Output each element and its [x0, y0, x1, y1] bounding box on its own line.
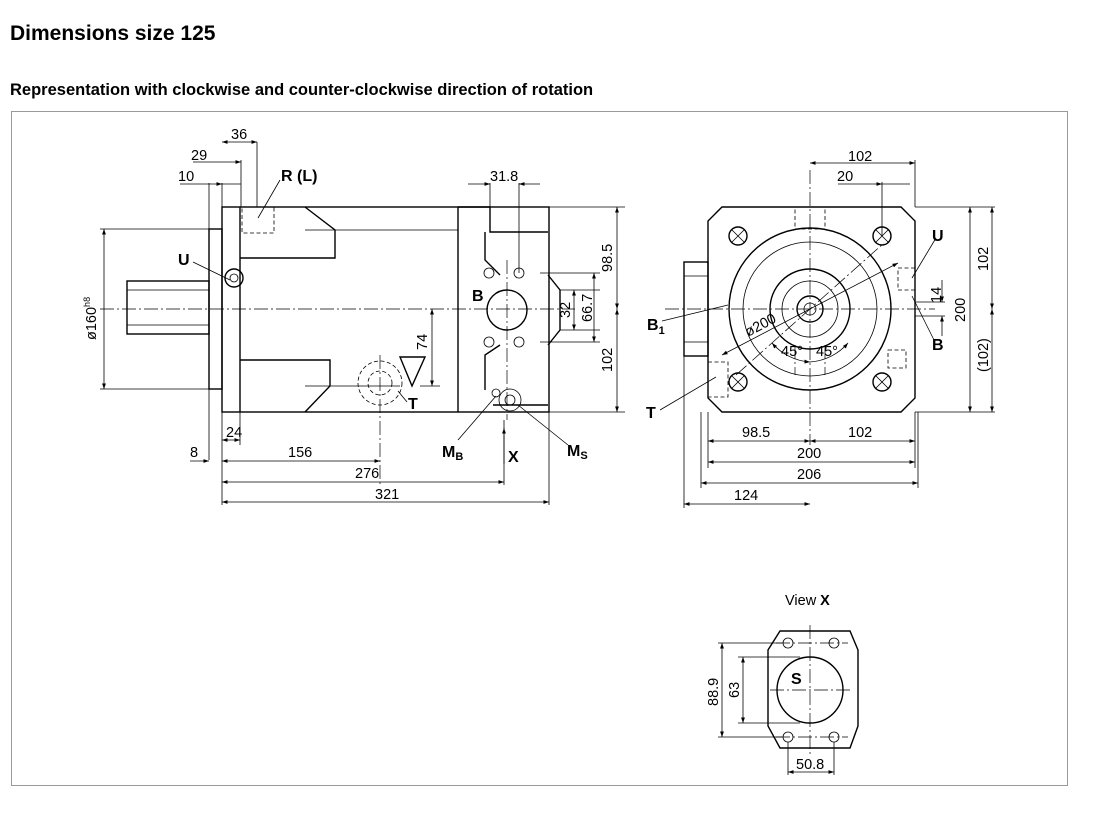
side-view: 36 29 10 31.8 98.5 66.7 32 102 74 24 8 1… [82, 127, 625, 505]
dim-102-top: 102 [848, 149, 872, 165]
ms-sub: S [580, 450, 587, 462]
port-label-ms: MS [567, 443, 588, 462]
angle-45-right: 45° [816, 344, 838, 360]
shaft-diameter-label: ø160h8 [82, 297, 100, 340]
dim-29: 29 [191, 148, 207, 164]
port-label-b: B [472, 288, 484, 305]
dim-156: 156 [288, 445, 312, 461]
view-x-prefix: View [785, 593, 817, 609]
side-dimension-lines [102, 140, 619, 504]
drawing-frame [11, 111, 1068, 786]
dim-276: 276 [355, 466, 379, 482]
dim-102-right: 102 [976, 247, 992, 271]
dim-20: 20 [837, 169, 853, 185]
shaft-dia-main: ø160 [84, 307, 100, 340]
port-label-r-l: R (L) [281, 168, 317, 185]
mb-main: M [442, 444, 455, 461]
dim-8: 8 [190, 445, 198, 461]
b1-sub: 1 [659, 325, 665, 337]
dim-32: 32 [558, 302, 574, 318]
front-port-label-t: T [646, 405, 656, 422]
front-port-label-b: B [932, 337, 944, 354]
dim-74: 74 [415, 334, 431, 350]
front-port-label-u: U [932, 228, 944, 245]
page-title: Dimensions size 125 [10, 22, 216, 45]
port-label-s: S [791, 671, 802, 688]
shaft-dia-tolerance: h8 [82, 297, 92, 307]
dim-63: 63 [727, 682, 743, 698]
dim-102-reference: (102) [976, 338, 992, 372]
dim-31-8: 31.8 [490, 169, 518, 185]
port-label-u: U [178, 252, 190, 269]
b1-main: B [647, 317, 659, 334]
front-dimension-lines [659, 161, 994, 506]
angle-45-left: 45° [781, 344, 803, 360]
dim-200-bottom: 200 [797, 446, 821, 462]
motor-housing [221, 206, 561, 413]
dim-102-bottom: 102 [848, 425, 872, 441]
dim-24: 24 [226, 425, 242, 441]
mb-sub: B [455, 451, 463, 463]
dim-321: 321 [375, 487, 399, 503]
dim-66-7: 66.7 [580, 294, 596, 322]
view-x-letter: X [820, 593, 830, 609]
dim-88-9: 88.9 [706, 678, 722, 706]
front-extension-lines [683, 160, 995, 508]
dim-98-5-bottom: 98.5 [742, 425, 770, 441]
front-corner-holes [728, 226, 892, 392]
dim-200-right: 200 [953, 298, 969, 322]
ms-main: M [567, 443, 580, 460]
port-label-t: T [408, 396, 418, 413]
dim-98-5: 98.5 [600, 244, 616, 272]
dim-36: 36 [231, 127, 247, 143]
dim-206: 206 [797, 467, 821, 483]
page-subtitle: Representation with clockwise and counte… [10, 81, 594, 99]
port-label-b1: B1 [647, 317, 665, 337]
front-view: 102 20 14 102 200 (102) 98.5 102 200 206… [646, 149, 995, 508]
dim-10: 10 [178, 169, 194, 185]
dim-124: 124 [734, 488, 758, 504]
view-arrow-x-label: X [508, 449, 519, 466]
dim-14: 14 [929, 287, 945, 303]
dim-102-side: 102 [600, 348, 616, 372]
side-extension-lines [100, 142, 625, 505]
dim-50-8: 50.8 [796, 757, 824, 773]
port-label-mb: MB [442, 444, 463, 463]
dim-dia-200: ø200 [742, 311, 779, 341]
